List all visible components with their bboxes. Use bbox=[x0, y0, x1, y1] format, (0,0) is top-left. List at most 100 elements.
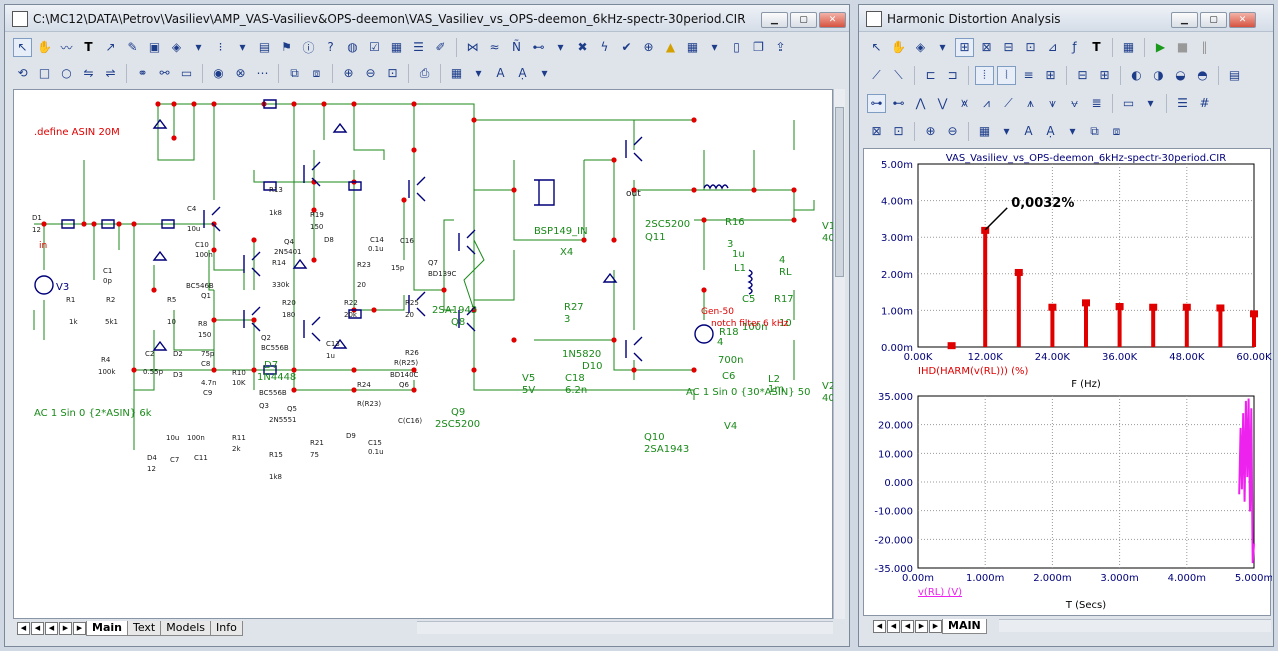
zoom-out-icon[interactable]: ⊖ bbox=[947, 124, 958, 138]
grid-icon[interactable]: ⁝ bbox=[218, 40, 223, 54]
cursor-mode-2-icon[interactable]: ⊷ bbox=[892, 96, 905, 110]
grid-icon[interactable]: ⊞ bbox=[1099, 68, 1110, 82]
tag-horizontal-icon[interactable]: ⊟ bbox=[1003, 40, 1014, 54]
component-icon[interactable]: ◈ bbox=[915, 40, 926, 54]
layout-icon[interactable]: ▦ bbox=[978, 124, 991, 138]
tab-info[interactable]: Info bbox=[210, 621, 243, 636]
tab-main[interactable]: Main bbox=[86, 621, 128, 636]
pause-icon[interactable]: ‖ bbox=[1201, 40, 1208, 54]
grid-view-icon[interactable]: ▦ bbox=[686, 40, 699, 54]
ungroup-icon[interactable]: ⧈ bbox=[1112, 123, 1121, 138]
zoom-out-icon[interactable]: ⊖ bbox=[365, 66, 376, 80]
valley-icon[interactable]: ⟍ bbox=[894, 67, 903, 82]
select-mode-icon[interactable]: ↖ bbox=[13, 37, 32, 57]
global-high-icon[interactable]: ⩚ bbox=[1027, 95, 1034, 110]
zoom-fit-icon[interactable]: ⊡ bbox=[387, 66, 398, 80]
dropdown-icon[interactable]: ▾ bbox=[195, 40, 202, 54]
font-style-icon[interactable]: Ạ bbox=[1046, 124, 1055, 138]
edit-icon[interactable]: ✐ bbox=[435, 40, 446, 54]
data-points-icon[interactable]: ⦙ bbox=[975, 65, 994, 85]
tag-icon[interactable]: ⊠ bbox=[981, 40, 992, 54]
close-button[interactable]: ✕ bbox=[819, 12, 846, 28]
pan-icon[interactable]: ✋ bbox=[37, 40, 52, 54]
prev-page-icon[interactable]: ◀ bbox=[887, 620, 900, 633]
text-icon[interactable]: T bbox=[84, 40, 93, 54]
stop-icon[interactable]: ⊗ bbox=[235, 66, 246, 80]
cross-icon[interactable]: ✖ bbox=[577, 40, 588, 54]
line-icon[interactable]: ↗ bbox=[105, 40, 116, 54]
dropdown-icon[interactable]: ▾ bbox=[557, 40, 564, 54]
page-icon[interactable]: ▯ bbox=[733, 40, 740, 54]
stack-icon[interactable]: ≣ bbox=[1091, 96, 1102, 110]
cursor-both-icon[interactable]: ◒ bbox=[1175, 68, 1186, 82]
help-icon[interactable]: ? bbox=[327, 40, 334, 54]
stop-icon[interactable]: ■ bbox=[1176, 40, 1189, 54]
font-style-icon[interactable]: Ạ bbox=[518, 66, 527, 80]
scale-icon[interactable]: ⊞ bbox=[955, 37, 974, 57]
circle-icon[interactable]: ○ bbox=[61, 66, 72, 80]
pin-icon[interactable]: ⊷ bbox=[532, 40, 545, 54]
peak-icon[interactable]: ⟋ bbox=[872, 67, 881, 82]
vertical-scrollbar[interactable] bbox=[833, 89, 845, 619]
peak-find-icon[interactable]: ⩙ bbox=[961, 95, 968, 110]
ungroup-icon[interactable]: ⧈ bbox=[312, 65, 321, 80]
warning-icon[interactable]: ▲ bbox=[665, 40, 676, 54]
crossing-icon[interactable]: ⩝ bbox=[1071, 95, 1078, 110]
node-icon[interactable]: ⋈ bbox=[466, 40, 479, 54]
point-tag-icon[interactable]: ⊿ bbox=[1047, 40, 1058, 54]
prev-page-icon[interactable]: ◀ bbox=[31, 622, 44, 635]
close-button[interactable]: ✕ bbox=[1229, 12, 1256, 28]
dropdown-icon[interactable]: ▾ bbox=[239, 40, 246, 54]
properties-icon[interactable]: ▦ bbox=[390, 40, 403, 54]
target-icon[interactable]: ⊕ bbox=[643, 40, 654, 54]
group-icon[interactable]: ⧉ bbox=[1090, 123, 1099, 138]
rotate-icon[interactable]: ⟲ bbox=[17, 66, 28, 80]
low-icon[interactable]: ⊐ bbox=[947, 68, 958, 82]
dropdown-icon[interactable]: ▾ bbox=[1003, 124, 1010, 138]
first-tab-icon[interactable]: ◀ bbox=[17, 622, 30, 635]
picture-icon[interactable]: ▣ bbox=[148, 40, 161, 54]
tab-text[interactable]: Text bbox=[126, 621, 162, 636]
flip-icon[interactable]: ⇋ bbox=[83, 66, 94, 80]
cursor-mode-icon[interactable]: ⊶ bbox=[867, 93, 886, 113]
minimize-button[interactable]: ▁ bbox=[1171, 12, 1198, 28]
wave-icon[interactable]: ≈ bbox=[489, 40, 500, 54]
zoom-in-icon[interactable]: ⊕ bbox=[925, 124, 936, 138]
node-numbers-icon[interactable]: Ñ bbox=[512, 40, 521, 54]
dropdown-icon[interactable]: ▾ bbox=[475, 66, 482, 80]
slope-down-icon[interactable]: ⋁ bbox=[937, 96, 948, 110]
fit-2-icon[interactable]: ⊡ bbox=[893, 124, 904, 138]
cursor-right-icon[interactable]: ◑ bbox=[1153, 68, 1164, 82]
global-low-icon[interactable]: ⩛ bbox=[1049, 95, 1056, 110]
minimize-button[interactable]: ▁ bbox=[761, 12, 788, 28]
select-icon[interactable]: ↖ bbox=[871, 40, 882, 54]
tab-main[interactable]: MAIN bbox=[942, 619, 987, 634]
plot-area[interactable]: VAS_Vasiliev_vs_OPS-deemon_6kHz-spectr-3… bbox=[863, 148, 1273, 616]
component-icon[interactable]: ◈ bbox=[171, 40, 182, 54]
clipboard-icon[interactable]: ▭ bbox=[1122, 96, 1135, 110]
list-icon[interactable]: ☰ bbox=[413, 40, 424, 54]
tokens-icon[interactable]: ⦚ bbox=[997, 65, 1016, 85]
horizontal-scrollbar[interactable] bbox=[999, 619, 1271, 632]
find-icon[interactable]: ⚯ bbox=[159, 66, 170, 80]
inflection-icon[interactable]: ⟋ bbox=[1004, 95, 1013, 110]
plus-mode-icon[interactable]: ⊞ bbox=[1045, 68, 1056, 82]
horizontal-scrollbar[interactable] bbox=[417, 621, 833, 634]
valley-find-icon[interactable]: ⩘ bbox=[983, 95, 990, 110]
properties-icon[interactable]: ▤ bbox=[1228, 68, 1241, 82]
checkbox-icon[interactable]: ☑ bbox=[369, 40, 380, 54]
first-tab-icon[interactable]: ◀ bbox=[873, 620, 886, 633]
prev-tab-icon[interactable]: ◀ bbox=[901, 620, 914, 633]
slope-icon[interactable]: ⋀ bbox=[915, 96, 926, 110]
dropdown-icon[interactable]: ▾ bbox=[1069, 124, 1076, 138]
numeric-icon[interactable]: # bbox=[1199, 96, 1210, 110]
export-icon[interactable]: ⇪ bbox=[775, 40, 786, 54]
layout-icon[interactable]: ▦ bbox=[450, 66, 463, 80]
function-icon[interactable]: ƒ bbox=[1072, 40, 1077, 54]
step-icon[interactable]: ◉ bbox=[213, 66, 224, 80]
dropdown-icon[interactable]: ▾ bbox=[939, 40, 946, 54]
zoom-in-icon[interactable]: ⊕ bbox=[343, 66, 354, 80]
mirror-icon[interactable]: ⇌ bbox=[105, 66, 116, 80]
run-icon[interactable]: ▶ bbox=[1155, 40, 1166, 54]
